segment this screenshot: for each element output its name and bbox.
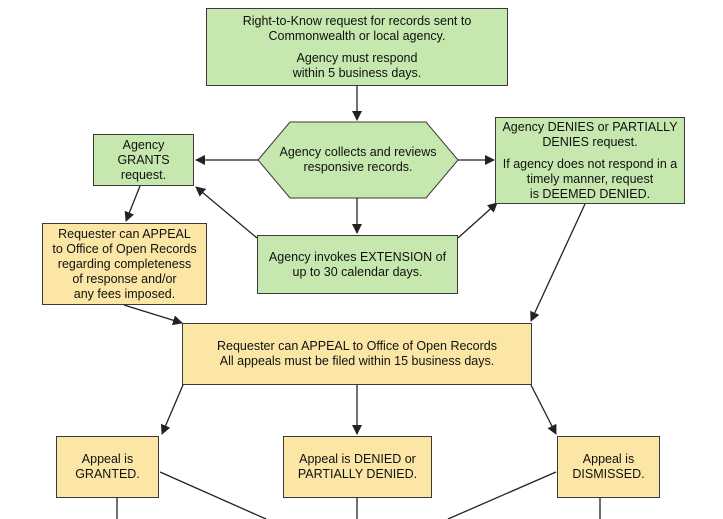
arrow-grants-to-limited-appeal <box>124 185 141 222</box>
node-extension-text: Agency invokes EXTENSION of up to 30 cal… <box>268 249 447 279</box>
node-appeal-denied-text: Appeal is DENIED or PARTIALLY DENIED. <box>297 452 418 481</box>
node-request-sent: Right-to-Know request for records sent t… <box>206 8 508 86</box>
node-extension: Agency invokes EXTENSION of up to 30 cal… <box>257 235 458 294</box>
node-agency-grants-text: Agency GRANTS request. <box>117 137 170 182</box>
arrow-main-appeal-to-dismissed <box>530 384 557 435</box>
node-agency-grants: Agency GRANTS request. <box>93 134 194 186</box>
arrow-main-appeal-to-granted <box>160 384 184 435</box>
arrow-extension-to-grants <box>195 186 258 239</box>
node-request-sent-line2: Agency must respond within 5 business da… <box>292 50 422 80</box>
node-agency-denies: Agency DENIES or PARTIALLY DENIES reques… <box>495 117 685 204</box>
arrow-limited-appeal-to-main-appeal <box>123 304 183 326</box>
node-main-appeal: Requester can APPEAL to Office of Open R… <box>182 323 532 385</box>
node-limited-appeal-text: Requester can APPEAL to Office of Open R… <box>52 226 197 301</box>
arrow-denies-to-main-appeal <box>530 203 586 322</box>
node-appeal-granted-text: Appeal is GRANTED. <box>75 452 140 481</box>
node-agency-denies-line2: If agency does not respond in a timely m… <box>502 156 678 201</box>
node-main-appeal-text: Requester can APPEAL to Office of Open R… <box>216 339 498 368</box>
arrow-extension-to-denies <box>457 202 498 239</box>
node-appeal-dismissed-text: Appeal is DISMISSED. <box>572 452 645 481</box>
node-request-sent-line1: Right-to-Know request for records sent t… <box>242 13 472 43</box>
node-appeal-dismissed: Appeal is DISMISSED. <box>557 436 660 498</box>
node-appeal-granted: Appeal is GRANTED. <box>56 436 159 498</box>
node-agency-denies-line1: Agency DENIES or PARTIALLY DENIES reques… <box>502 119 678 149</box>
node-appeal-denied: Appeal is DENIED or PARTIALLY DENIED. <box>283 436 432 498</box>
node-collects-text: Agency collects and reviews responsive r… <box>279 145 437 174</box>
line-dismissed-diagonal <box>447 471 557 519</box>
line-granted-diagonal <box>159 471 267 519</box>
node-limited-appeal: Requester can APPEAL to Office of Open R… <box>42 223 207 305</box>
